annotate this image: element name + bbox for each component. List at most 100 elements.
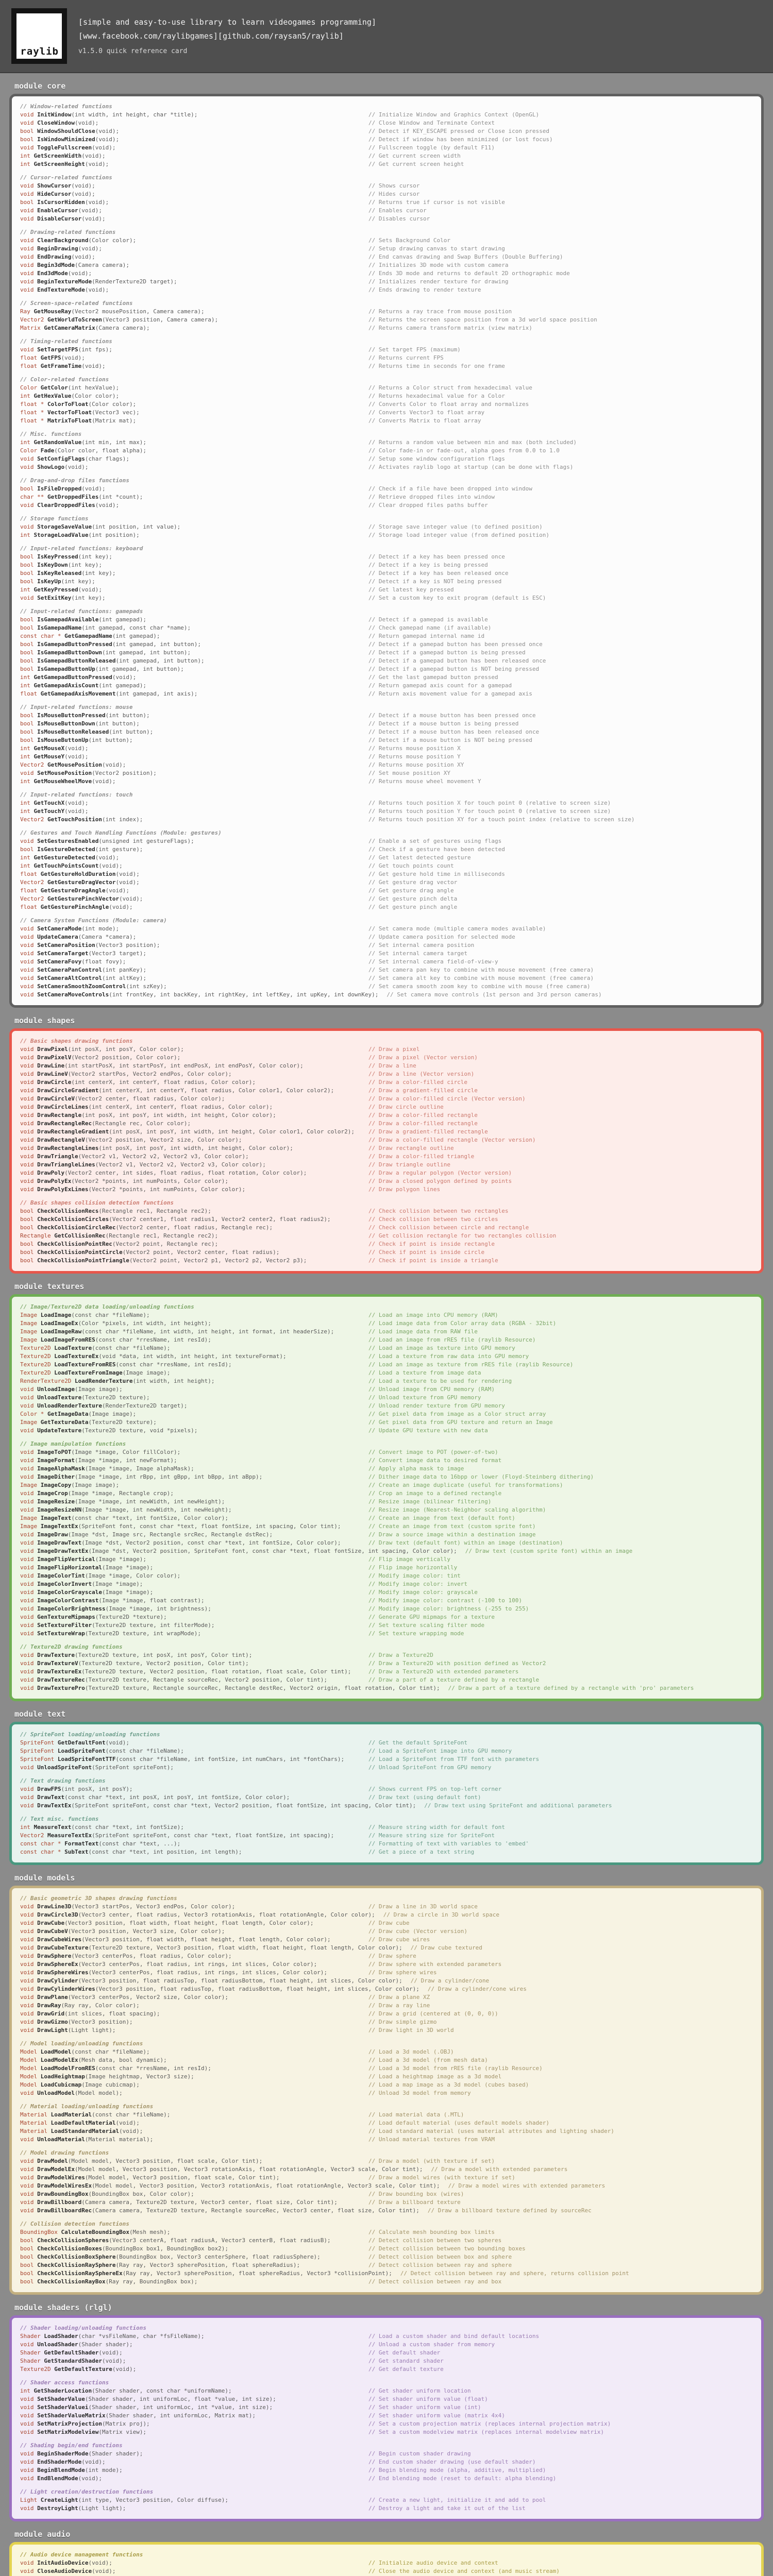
function-args: (int gesture);	[95, 846, 143, 853]
return-type: void	[20, 1572, 38, 1579]
return-type: void	[20, 523, 38, 530]
function-row: float GetGesturePinchAngle(void);// Get …	[20, 903, 753, 911]
return-type: void	[20, 1764, 38, 1771]
function-signature: void UpdateCamera(Camera *camera);	[20, 933, 368, 941]
function-name: BeginDrawing	[37, 245, 78, 252]
function-comment: // Load a map image as a 3d model (cubes…	[368, 2081, 529, 2088]
function-name: LoadModelEx	[40, 2057, 78, 2063]
function-signature: int GetHexValue(Color color);	[20, 392, 368, 400]
function-signature: bool IsGestureDetected(int gesture);	[20, 845, 368, 854]
function-name: Begin3dMode	[37, 262, 75, 268]
function-row: const char * GetGamepadName(int gamepad)…	[20, 632, 753, 640]
function-signature: bool CheckCollisionBoxSphere(BoundingBox…	[20, 2253, 368, 2261]
function-signature: void DrawSphereEx(Vector3 centerPos, flo…	[20, 1960, 368, 1969]
return-type: void	[20, 2191, 38, 2197]
function-name: CheckCollisionBoxSphere	[37, 2253, 116, 2260]
function-signature: void DrawCircleGradient(int centerX, int…	[20, 1087, 368, 1095]
function-signature: void ImageColorInvert(Image *image);	[20, 1580, 368, 1588]
function-comment: // Get default texture	[368, 2366, 444, 2372]
function-comment: // Set a custom projection matrix (repla…	[368, 2420, 611, 2427]
function-signature: void CloseAudioDevice(void);	[20, 2567, 368, 2575]
function-args: (Model model, Vector3 position, float sc…	[68, 2158, 263, 2164]
function-name: UnloadMaterial	[37, 2136, 85, 2143]
return-type: void	[20, 1685, 38, 1691]
function-comment: // Draw cube textured	[410, 1944, 482, 1951]
function-signature: void CloseWindow(void);	[20, 119, 368, 127]
function-row: void DrawCylinderWires(Vector3 position,…	[20, 1985, 753, 1993]
function-comment: // Detect if a mouse button has been pre…	[368, 712, 536, 719]
function-row: void BeginDrawing(void);// Setup drawing…	[20, 245, 753, 253]
function-name: DrawLine	[37, 1062, 65, 1069]
function-name: DrawRectangleGradient	[37, 1128, 109, 1135]
function-args: (int width, int height);	[132, 1378, 215, 1384]
function-name: ImageColorGrayscale	[37, 1589, 102, 1596]
function-comment: // Returns time in seconds for one frame	[368, 363, 505, 369]
function-row: Vector2 GetGesturePinchVector(void);// G…	[20, 895, 753, 903]
function-row: void DrawSphereWires(Vector3 centerPos, …	[20, 1969, 753, 1977]
function-row: void UnloadTexture(Texture2D texture);//…	[20, 1394, 753, 1402]
function-row: SpriteFont LoadSpriteFontTTF(const char …	[20, 1755, 753, 1764]
function-name: DrawTextureEx	[37, 1668, 82, 1675]
function-comment: // End canvas drawing and Swap Buffers (…	[368, 253, 563, 260]
function-name: ShowCursor	[37, 182, 72, 189]
function-comment: // Load image data from Color array data…	[368, 1320, 557, 1327]
function-args: (Vector2 position, Color color);	[71, 1054, 181, 1061]
function-comment: // Return gamepad internal name id	[368, 633, 485, 639]
function-row: void ImageResizeNN(Image *image, int new…	[20, 1506, 753, 1514]
function-row: void ShowCursor(void);// Shows cursor	[20, 182, 753, 190]
module-label-models: module models	[14, 1873, 75, 1883]
return-type: void	[20, 1928, 38, 1935]
function-signature: void GenTextureMipmaps(Texture2D *textur…	[20, 1613, 368, 1621]
title-links[interactable]: [www.facebook.com/raylibgames][github.co…	[78, 31, 344, 41]
function-signature: void DrawTexturePro(Texture2D texture, R…	[20, 1684, 448, 1692]
return-type: Image	[20, 1336, 41, 1343]
function-row: Model LoadCubicmap(Image cubicmap);// Lo…	[20, 2081, 753, 2089]
function-comment: // Detect if a gamepad button has been p…	[368, 641, 543, 648]
function-signature: bool CheckCollisionPointTriangle(Vector2…	[20, 1257, 368, 1265]
function-args: (SpriteFont spriteFont);	[92, 1764, 174, 1771]
function-comment: // Draw a billboard texture defined by s…	[427, 2207, 592, 2214]
return-type: bool	[20, 485, 38, 492]
return-type: void	[20, 111, 38, 118]
function-name: LoadTextureEx	[54, 1353, 99, 1360]
function-args: (int mode);	[85, 2467, 123, 2473]
return-type: void	[20, 1120, 38, 1127]
function-row: Color GetColor(int hexValue);// Returns …	[20, 384, 753, 392]
function-name: DrawModelWiresEx	[37, 2182, 92, 2189]
function-args: (void);	[98, 862, 123, 869]
module-text: module text// SpriteFont loading/unloadi…	[9, 1708, 764, 1865]
return-type: Texture2D	[20, 1353, 55, 1360]
function-comment: // Get default shader	[368, 2349, 441, 2356]
function-comment: // Draw a color-filled rectangle (Vector…	[368, 1137, 536, 1143]
return-type: Vector2	[20, 761, 47, 768]
return-type: void	[20, 1936, 38, 1943]
function-name: CheckCollisionCircles	[37, 1216, 109, 1223]
function-args: (Image *image, Color color);	[85, 1572, 181, 1579]
function-comment: // Set shader uniform value (float)	[368, 2396, 488, 2402]
function-args: (void);	[115, 879, 140, 886]
function-name: MeasureTextEx	[47, 1832, 92, 1839]
function-signature: void EndTextureMode(void);	[20, 286, 368, 294]
function-name: DrawCube	[37, 1920, 65, 1926]
return-type: void	[20, 2090, 38, 2096]
function-name: ImageResizeNN	[37, 1506, 82, 1513]
function-signature: Vector2 MeasureTextEx(SpriteFont spriteF…	[20, 1832, 368, 1840]
return-type: void	[20, 1087, 38, 1094]
function-signature: void DrawPolyEx(Vector2 *points, int num…	[20, 1177, 368, 1185]
return-type: bool	[20, 2245, 38, 2252]
function-row: void EnableCursor(void);// Enables curso…	[20, 207, 753, 215]
function-signature: void UnloadShader(Shader shader);	[20, 2341, 368, 2349]
function-args: (int frontKey, int backKey, int rightKey…	[109, 991, 379, 998]
function-signature: RenderTexture2D LoadRenderTexture(int wi…	[20, 1377, 368, 1385]
return-type: void	[20, 2412, 38, 2419]
function-row: void CloseWindow(void);// Close Window a…	[20, 119, 753, 127]
function-comment: // Draw a cylinder/cone	[410, 1977, 490, 1984]
return-type: void	[20, 2199, 38, 2206]
function-signature: float * MatrixToFloat(Matrix mat);	[20, 417, 368, 425]
function-args: (const char *text, int fontSize, Color c…	[71, 1515, 228, 1521]
function-row: void DrawModel(Model model, Vector3 posi…	[20, 2157, 753, 2165]
function-comment: // Calculate mesh bounding box limits	[368, 2229, 495, 2235]
function-row: void DrawCubeWires(Vector3 position, flo…	[20, 1936, 753, 1944]
return-type: Vector2	[20, 879, 47, 886]
function-args: (void);	[64, 800, 89, 806]
